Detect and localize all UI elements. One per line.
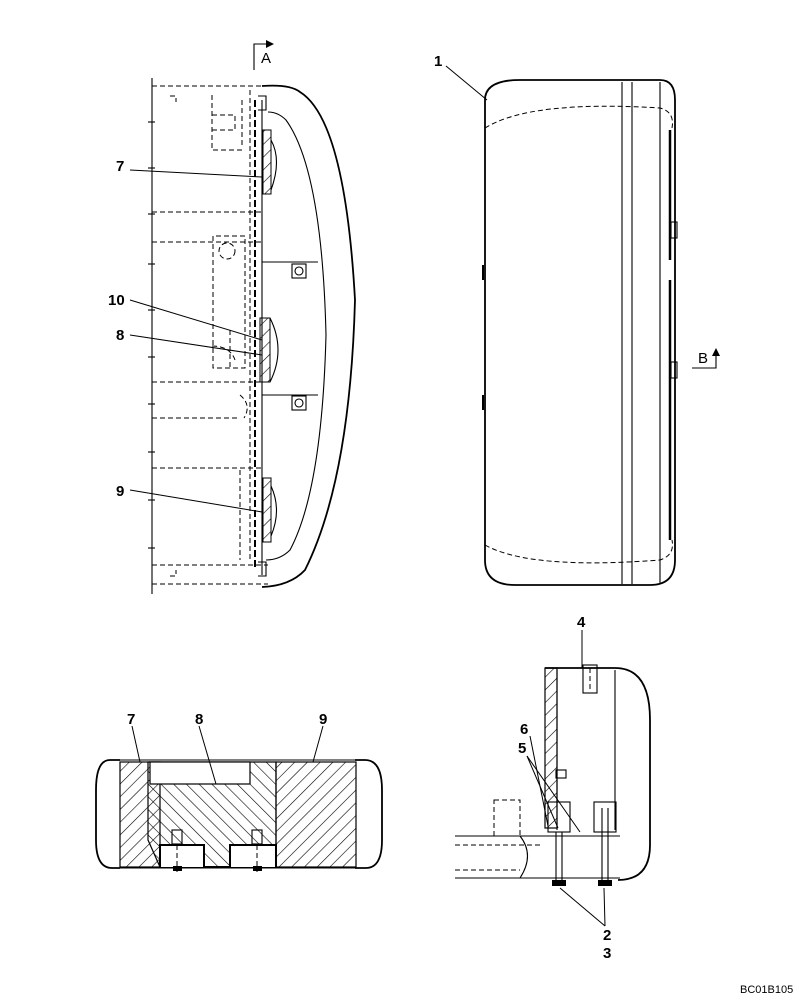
callout-8: 8 <box>116 327 124 344</box>
side-view <box>148 78 356 594</box>
callout-5: 5 <box>518 740 526 757</box>
callout-7: 7 <box>116 158 124 175</box>
callout-9: 9 <box>319 711 327 728</box>
svg-text:A: A <box>261 50 271 67</box>
callout-4: 4 <box>577 614 586 631</box>
callout-7: 7 <box>127 711 135 728</box>
callout-2: 2 <box>603 927 611 944</box>
svg-text:B: B <box>698 350 708 367</box>
callout-6: 6 <box>520 721 528 738</box>
section-view-a <box>95 759 383 872</box>
callout-1: 1 <box>434 53 442 70</box>
callout-8: 8 <box>195 711 203 728</box>
drawing-code: BC01B105 <box>740 984 793 996</box>
leader-lines <box>129 65 606 927</box>
callout-10: 10 <box>108 292 125 309</box>
callout-9: 9 <box>116 483 124 500</box>
section-marker-b: B <box>692 348 720 369</box>
section-marker-a: A <box>253 40 274 70</box>
front-view <box>482 79 678 586</box>
section-view-b <box>455 664 651 886</box>
callout-3: 3 <box>603 945 611 962</box>
